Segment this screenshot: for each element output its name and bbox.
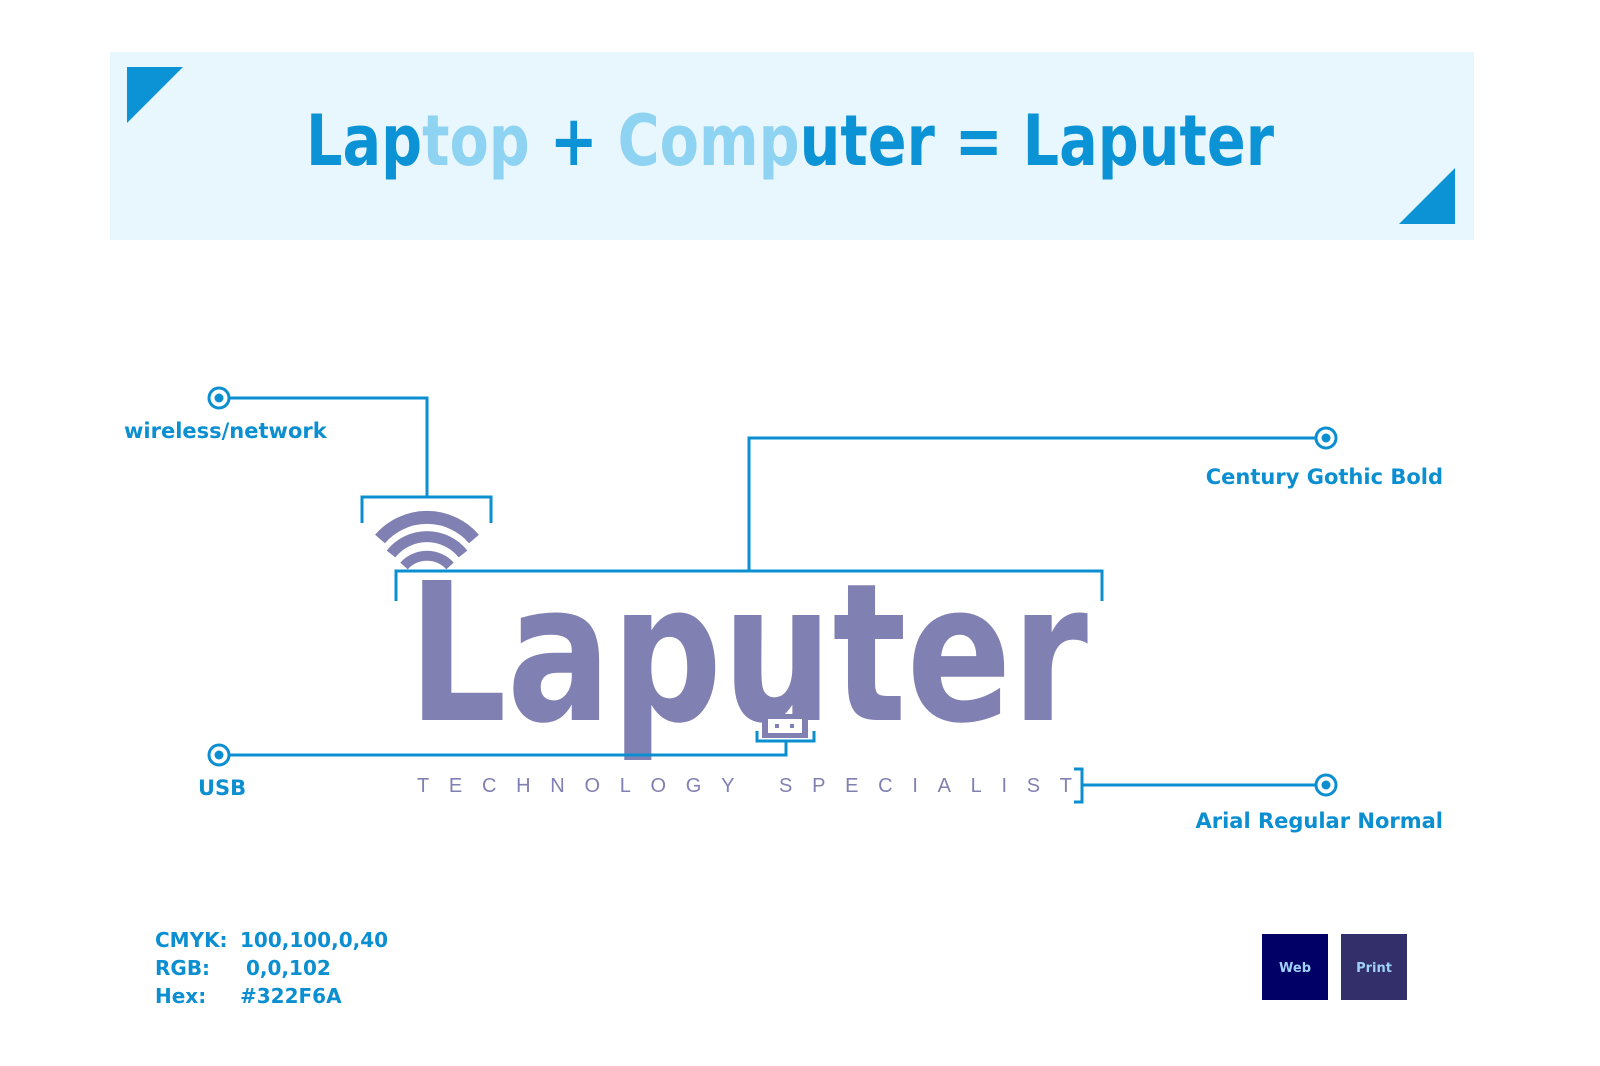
title-segment: + [530, 100, 618, 182]
color-spec: CMYK: 100,100,0,40 RGB: 0,0,102 Hex: #32… [155, 928, 388, 1008]
print-swatch [1341, 934, 1407, 1000]
rgb-label: RGB: [155, 956, 210, 980]
callout-marker-icon [207, 743, 231, 767]
cmyk-value: 100,100,0,40 [240, 928, 388, 952]
web-swatch-label: Web [1279, 961, 1311, 976]
title-font-callout: Century Gothic Bold [394, 426, 1443, 601]
title-segment: Lap [306, 100, 422, 182]
title-banner [110, 52, 1474, 240]
callout-marker-icon [1314, 773, 1338, 797]
corner-triangle-top-left [127, 67, 183, 123]
title-segment: uter = Laputer [800, 100, 1275, 182]
banner-title: Laptop + Computer = Laputer [306, 100, 1274, 182]
usb-label: USB [198, 776, 246, 800]
callout-marker-icon [1314, 426, 1338, 450]
rgb-value: 0,0,102 [246, 956, 331, 980]
hex-value: #322F6A [240, 984, 342, 1008]
logo-tagline: TECHNOLOGY SPECIALIST [417, 775, 1072, 797]
tagline-font-callout: Arial Regular Normal [1074, 767, 1443, 833]
usb-icon [762, 714, 808, 738]
tagline-font-label: Arial Regular Normal [1195, 809, 1443, 833]
wifi-icon [375, 511, 479, 570]
print-swatch-label: Print [1356, 961, 1392, 976]
cmyk-label: CMYK: [155, 928, 228, 952]
usb-callout: USB [198, 731, 816, 800]
corner-triangle-bottom-right [1399, 168, 1455, 224]
wireless-callout: wireless/network [124, 386, 493, 523]
title-segment: Comp [618, 100, 800, 182]
wireless-label: wireless/network [124, 419, 328, 443]
hex-label: Hex: [155, 984, 206, 1008]
title-segment: top [422, 100, 530, 182]
web-swatch [1262, 934, 1328, 1000]
logo-wordmark: Laputer [408, 543, 1088, 766]
title-font-label: Century Gothic Bold [1206, 465, 1443, 489]
